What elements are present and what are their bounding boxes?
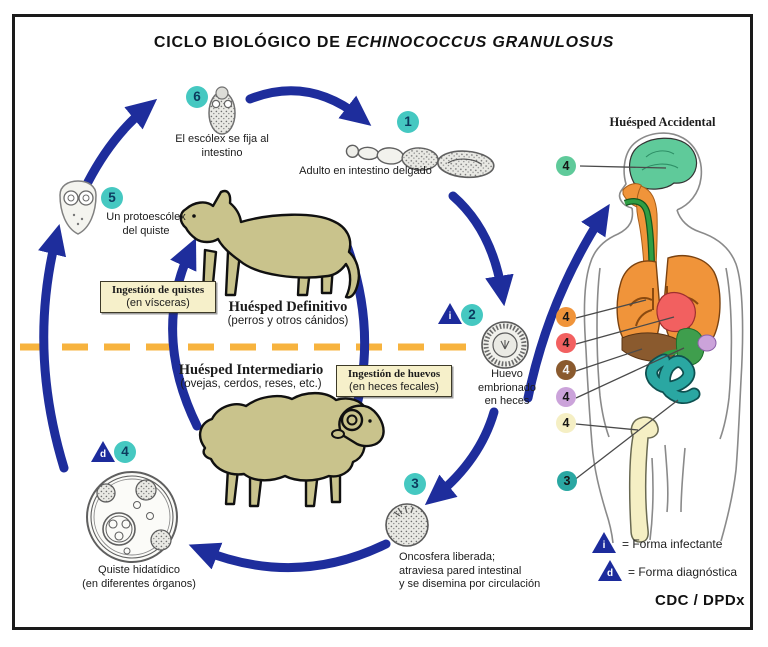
marker-heart: 4 (556, 333, 576, 353)
marker-spleen: 4 (556, 387, 576, 407)
stage-badge-4: 4 (114, 441, 136, 463)
egg-illustration (481, 321, 529, 369)
marker-connector-lines (572, 165, 685, 482)
credit-text: CDC / DPDx (654, 592, 745, 609)
arrow-oncosphere-to-cyst (188, 539, 391, 573)
stage-badge-1: 1 (397, 111, 419, 133)
legend-infective-label: = Forma infectante (622, 537, 723, 551)
arrow-egg-to-human (523, 203, 610, 403)
stage-badge-2: 2 (461, 304, 483, 326)
egg-ingestion-callout: Ingestión de huevos (en heces fecales) (336, 365, 452, 397)
stage-badge-5: 5 (101, 187, 123, 209)
marker-liver: 4 (556, 360, 576, 380)
diagram-title: CICLO BIOLÓGICO DE ECHINOCOCCUS GRANULOS… (0, 34, 768, 52)
marker-brain: 4 (556, 156, 576, 176)
marker-intestine: 3 (557, 471, 577, 491)
stage-badge-3: 3 (404, 473, 426, 495)
scolex-illustration (208, 86, 236, 135)
sheep-illustration (198, 391, 385, 508)
stage-3-label: Oncosfera liberada;atraviesa pared intes… (399, 551, 541, 590)
definitive-host-label: Huésped Definitivo (perros y otros cánid… (227, 299, 349, 328)
arrow-protoscolex-to-scolex (83, 98, 158, 187)
organ-intestine (646, 355, 699, 403)
organ-spleen (697, 334, 717, 352)
cyst-ingestion-callout: Ingestión de quistes (en vísceras) (100, 281, 216, 313)
arrow-scolex-to-adult (245, 86, 372, 126)
arrow-cyst-to-protoscolex (38, 224, 69, 473)
dog-illustration (179, 189, 361, 299)
protoscolex-illustration (59, 180, 97, 235)
title-species: ECHINOCOCCUS GRANULOSUS (345, 34, 615, 51)
human-figure (572, 132, 744, 544)
stage-badge-6: 6 (186, 86, 208, 108)
organ-femur-bone (628, 416, 659, 543)
organ-liver (621, 332, 679, 362)
hydatid-cyst-illustration (86, 471, 178, 563)
arrow-adult-to-egg (448, 191, 514, 307)
arrow-sheep-to-dog (168, 237, 202, 431)
marker-bone: 4 (556, 413, 576, 433)
intermediate-host-label: Huésped Intermediario (ovejas, cerdos, r… (178, 362, 324, 391)
page-border (12, 14, 753, 630)
accidental-host-label: Huésped Accidental (609, 115, 716, 129)
arrow-egg-to-oncosphere (424, 407, 499, 506)
adult-worm-illustration (345, 144, 495, 179)
human-body-outline (583, 132, 744, 544)
stage-4-label: Quiste hidatídico(en diferentes órganos) (82, 564, 196, 590)
stage-1-label: Adulto en intestino delgado (299, 165, 432, 177)
legend-diagnostic-label: = Forma diagnóstica (628, 565, 738, 579)
title-text: CICLO BIOLÓGICO DE (153, 34, 346, 51)
organ-heart (656, 291, 696, 333)
oncosphere-illustration (385, 503, 429, 547)
marker-lungs: 4 (556, 307, 576, 327)
